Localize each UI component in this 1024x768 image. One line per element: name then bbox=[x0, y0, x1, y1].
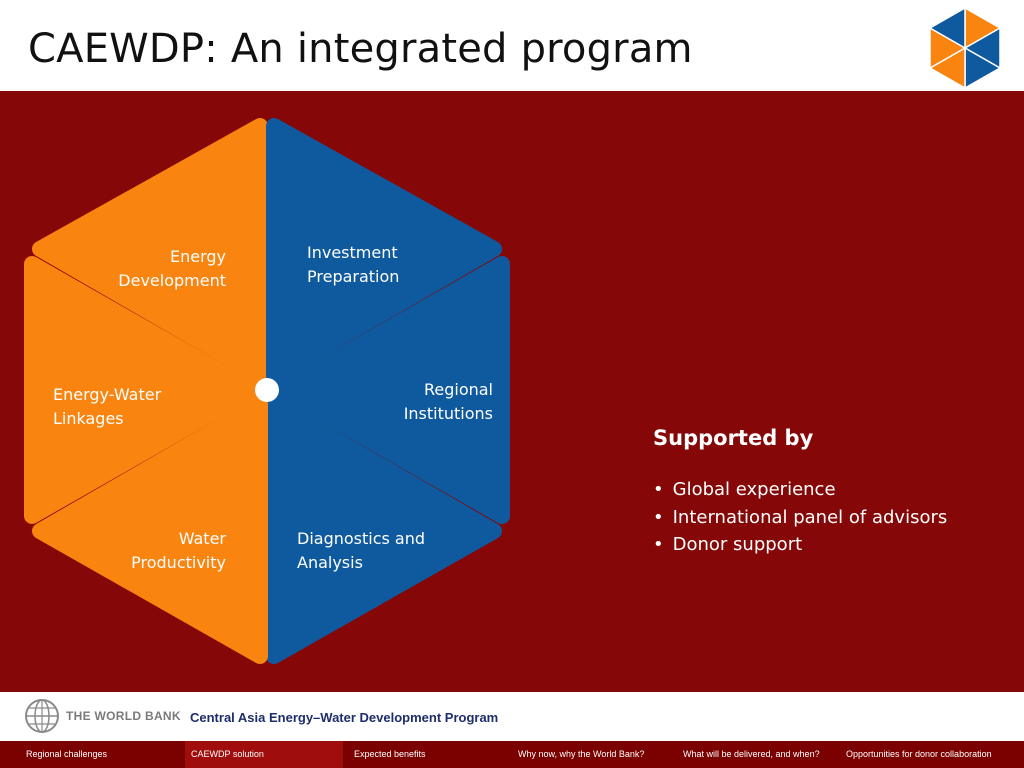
segment-regional-institutions bbox=[273, 256, 510, 524]
world-bank-globe-icon bbox=[25, 699, 59, 733]
segment-energy-development bbox=[32, 118, 268, 384]
label-investment-preparation: Investment Preparation bbox=[307, 243, 400, 286]
nav-expected-benefits[interactable]: Expected benefits bbox=[354, 749, 426, 759]
hexagon-center-dot bbox=[255, 378, 279, 402]
support-item: Global experience bbox=[653, 476, 947, 504]
nav-why-now[interactable]: Why now, why the World Bank? bbox=[518, 749, 645, 759]
label-diagnostics-analysis: Diagnostics and Analysis bbox=[297, 529, 426, 572]
title-bar: CAEWDP: An integrated program bbox=[0, 0, 1024, 91]
nav-caewdp-solution[interactable]: CAEWDP solution bbox=[185, 741, 343, 768]
supported-by-section: Supported by Global experience Internati… bbox=[653, 426, 947, 559]
bottom-nav bbox=[0, 741, 1024, 768]
nav-donor-collaboration[interactable]: Opportunities for donor collaboration bbox=[846, 749, 992, 759]
segment-energy-water-linkages bbox=[24, 256, 261, 524]
segment-water-productivity bbox=[32, 396, 268, 664]
supported-by-title: Supported by bbox=[653, 426, 814, 450]
world-bank-wordmark: THE WORLD BANK bbox=[66, 709, 181, 723]
segment-investment-preparation bbox=[266, 118, 502, 384]
nav-regional-challenges[interactable]: Regional challenges bbox=[26, 749, 108, 759]
supported-by-list: Global experience International panel of… bbox=[653, 476, 948, 559]
slide-title: CAEWDP: An integrated program bbox=[28, 26, 693, 72]
program-hexagon-diagram bbox=[24, 118, 510, 664]
footer bbox=[0, 692, 1024, 741]
segment-diagnostics-analysis bbox=[266, 396, 502, 664]
support-item: International panel of advisors bbox=[653, 504, 948, 532]
hexagon-logo-icon bbox=[928, 8, 1002, 88]
label-energy-water-linkages: Energy-Water Linkages bbox=[53, 385, 162, 428]
program-name: Central Asia Energy–Water Development Pr… bbox=[190, 710, 499, 725]
nav-what-delivered[interactable]: What will be delivered, and when? bbox=[683, 749, 820, 759]
label-regional-institutions: Regional Institutions bbox=[403, 380, 493, 423]
label-water-productivity: Water Productivity bbox=[131, 529, 226, 572]
support-item: Donor support bbox=[653, 531, 947, 559]
label-energy-development: Energy Development bbox=[118, 247, 226, 290]
